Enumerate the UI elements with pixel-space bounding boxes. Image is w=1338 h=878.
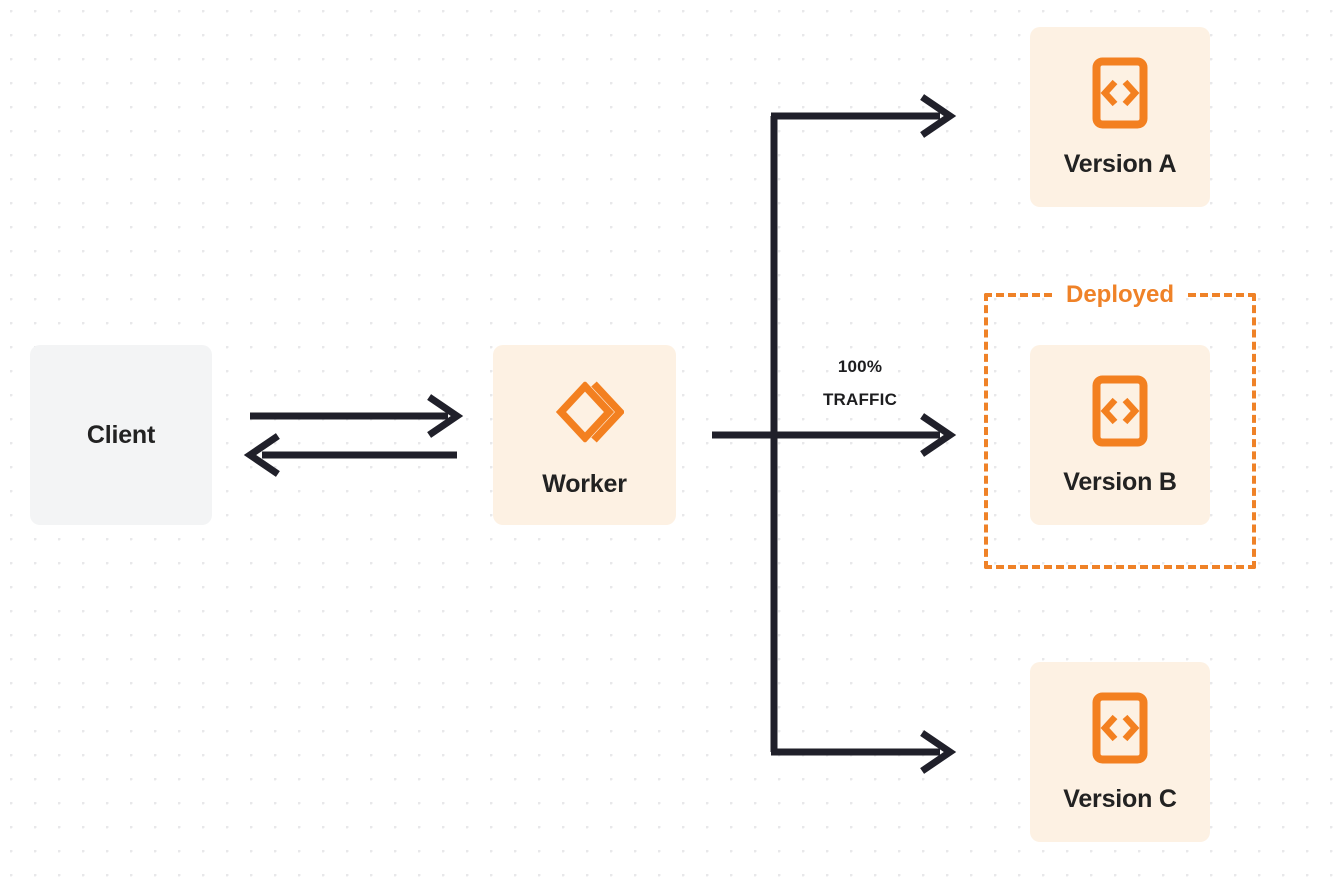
arrow-worker-to-client: [243, 433, 457, 477]
node-version-c[interactable]: Version C: [1030, 662, 1210, 842]
arrow-trunk-to-version-c: [771, 730, 957, 774]
deployed-group-border: Deployed: [984, 283, 1256, 569]
node-version-a[interactable]: Version A: [1030, 27, 1210, 207]
code-file-icon: [1092, 57, 1148, 134]
node-client-label: Client: [86, 420, 156, 449]
node-version-c-label: Version C: [1063, 785, 1177, 813]
traffic-label: 100% TRAFFIC: [790, 350, 930, 416]
arrow-client-to-worker: [250, 394, 464, 438]
traffic-word-text: TRAFFIC: [822, 390, 898, 410]
arrow-trunk-to-version-a: [771, 94, 957, 138]
arrow-worker-to-version-b: [712, 413, 957, 457]
code-file-icon: [1092, 375, 1148, 452]
node-version-b[interactable]: Version B: [1030, 345, 1210, 525]
node-client[interactable]: Client: [30, 345, 212, 525]
cloudflare-workers-logo-icon: [546, 373, 625, 456]
node-worker-label: Worker: [542, 470, 627, 498]
deployed-group-label: Deployed: [1055, 283, 1185, 307]
node-version-b-label: Version B: [1063, 468, 1177, 496]
node-version-a-label: Version A: [1063, 150, 1177, 178]
code-file-icon: [1092, 692, 1148, 769]
traffic-percent-text: 100%: [837, 357, 883, 376]
node-worker[interactable]: Worker: [493, 345, 676, 525]
